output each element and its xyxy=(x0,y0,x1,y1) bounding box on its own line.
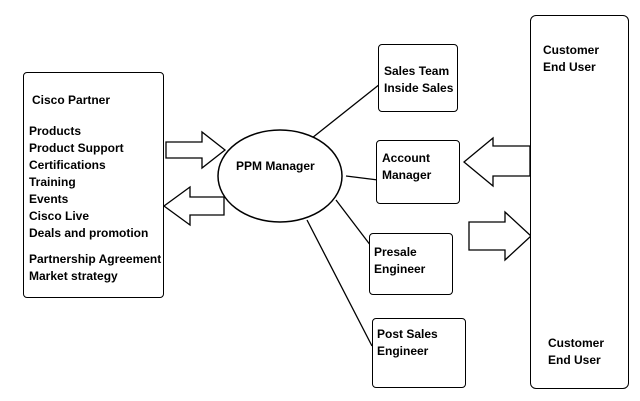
ppm-manager-label: PPM Manager xyxy=(236,159,315,173)
partner-item: Products xyxy=(29,124,82,138)
presale-engineer-box xyxy=(369,233,453,295)
partner-item: Partnership Agreement xyxy=(29,252,162,266)
customer-top-line2: End User xyxy=(543,60,596,74)
arrow-partner-to-ppm xyxy=(165,130,227,170)
connector-sales-team xyxy=(311,83,381,139)
connector-presale-engineer xyxy=(335,199,372,247)
partner-item: Cisco Live xyxy=(29,209,90,223)
customer-top-line1: Customer xyxy=(543,43,600,57)
arrow-ppm-to-partner xyxy=(162,185,225,227)
sales-team-line1: Sales Team xyxy=(384,64,450,78)
partner-item-list: Products Product Support Certifications … xyxy=(29,123,161,285)
post-sales-engineer-line1: Post Sales xyxy=(377,327,438,341)
partner-title: Cisco Partner xyxy=(32,93,111,107)
sales-team-line2: Inside Sales xyxy=(384,81,454,95)
presale-engineer-line2: Engineer xyxy=(374,262,426,276)
customer-top-label: Customer End User xyxy=(543,42,599,76)
presale-engineer-label: Presale Engineer xyxy=(374,244,425,278)
presale-engineer-line1: Presale xyxy=(374,245,417,259)
account-manager-label: Account Manager xyxy=(382,150,431,184)
account-manager-line2: Manager xyxy=(382,168,432,182)
partner-item: Training xyxy=(29,175,76,189)
account-manager-box xyxy=(376,140,460,204)
connector-account-manager xyxy=(345,175,379,181)
partner-box xyxy=(23,72,164,298)
ppm-manager-node xyxy=(217,129,343,223)
customer-box xyxy=(530,15,629,389)
post-sales-engineer-box xyxy=(372,318,466,388)
connector-post-sales-engineer xyxy=(306,219,373,347)
customer-bottom-line2: End User xyxy=(548,353,601,367)
partner-item: Product Support xyxy=(29,141,124,155)
partner-item: Deals and promotion xyxy=(29,226,149,240)
post-sales-engineer-label: Post Sales Engineer xyxy=(377,326,438,360)
customer-bottom-label: Customer End User xyxy=(548,335,604,369)
partner-item: Market strategy xyxy=(29,269,118,283)
account-manager-line1: Account xyxy=(382,151,430,165)
customer-bottom-line1: Customer xyxy=(548,336,605,350)
arrow-customer-to-account-manager xyxy=(462,136,531,188)
partner-item: Events xyxy=(29,192,69,206)
post-sales-engineer-line2: Engineer xyxy=(377,344,429,358)
partner-item: Certifications xyxy=(29,158,106,172)
arrow-presale-to-customer xyxy=(468,210,532,262)
sales-team-box xyxy=(378,44,458,112)
sales-team-label: Sales Team Inside Sales xyxy=(384,63,453,97)
